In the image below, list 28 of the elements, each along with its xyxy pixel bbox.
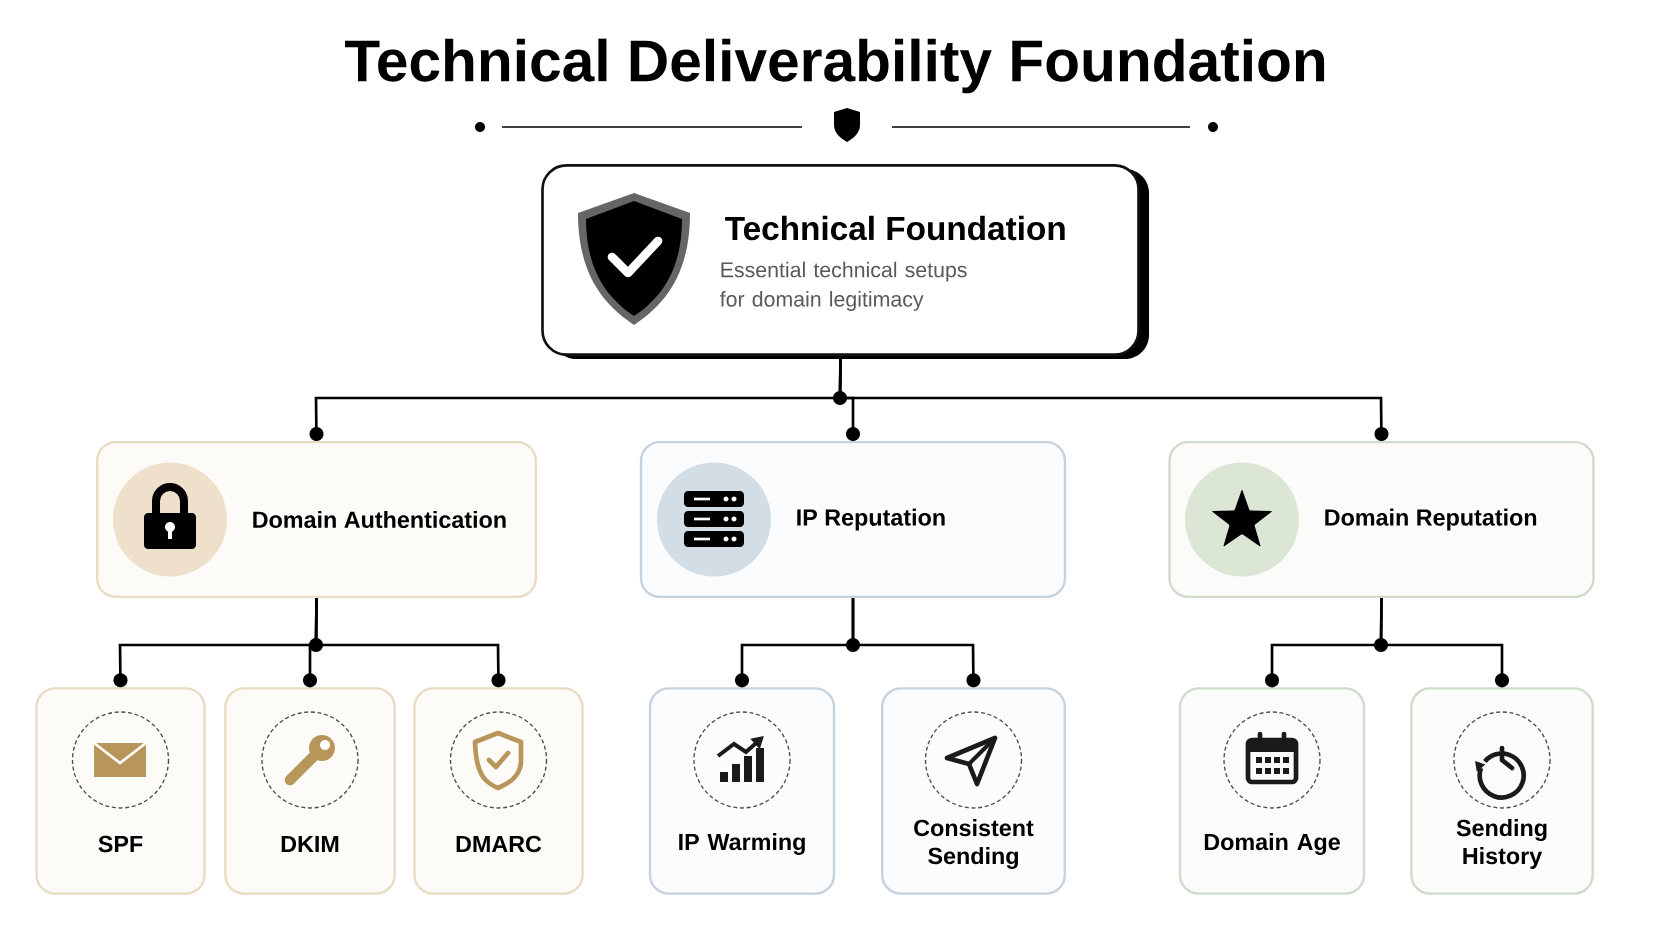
node-box [1410,687,1594,895]
node-box [96,440,538,599]
connector [838,356,1389,441]
node-label: IP Warming [679,833,805,855]
title: Technical Deliverability Foundation [345,38,1325,94]
node-box [648,687,836,895]
node-description: Essential technical setups for domain legitimacy [720,261,967,311]
connector [851,598,981,688]
node-heading: Technical Foundation [725,215,1065,241]
node-box [35,687,206,895]
node-box [1178,687,1366,895]
node-box [880,687,1067,895]
connector [314,598,506,688]
node-label: SPF [98,835,143,853]
node-box [224,687,396,895]
node-label: Consistent Sending [914,819,1034,869]
main-box [541,164,1149,359]
node-box [639,440,1067,599]
node-label: DMARC [456,835,542,853]
node-label: Domain Reputation [1325,508,1537,531]
node-box [1168,440,1595,599]
node-box [413,687,584,895]
connector [1379,598,1509,688]
node-label: Domain Authentication [253,510,506,529]
node-label: DKIM [281,835,339,852]
node-label: IP Reputation [797,508,945,531]
node-label: Domain Age [1204,833,1340,855]
node-label: Sending History [1456,819,1547,869]
